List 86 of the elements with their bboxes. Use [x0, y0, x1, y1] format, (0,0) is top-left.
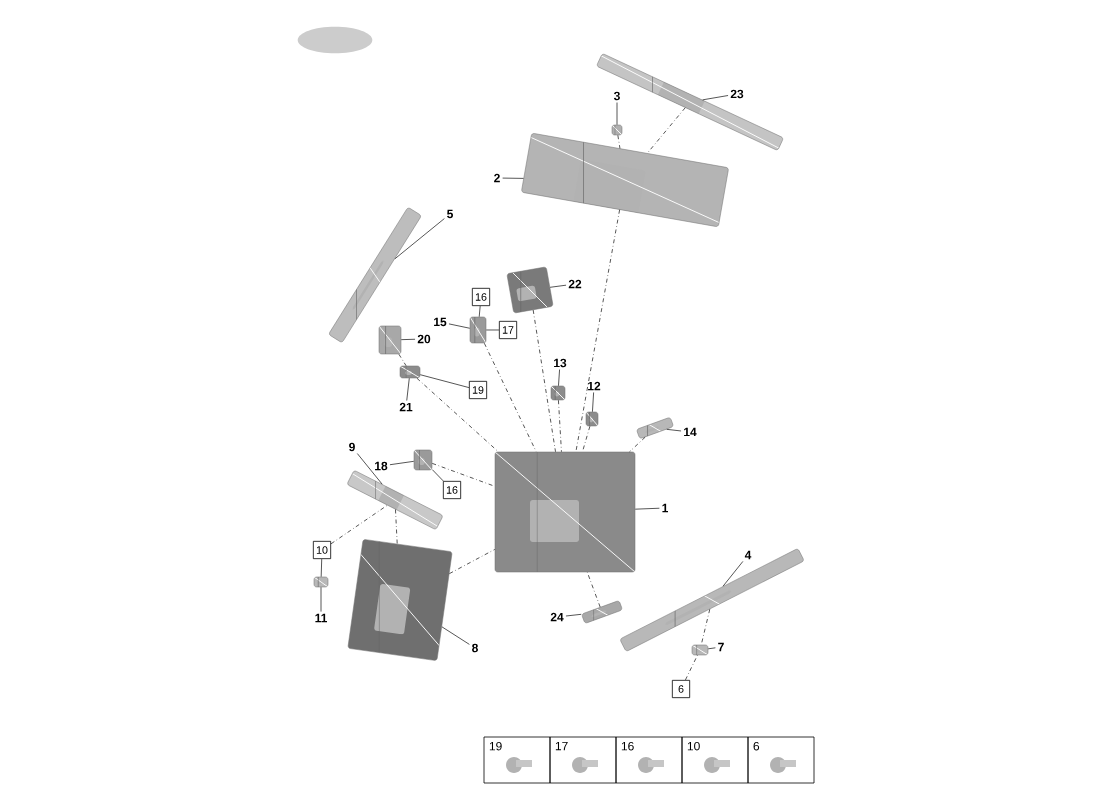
- callout-number: 9: [349, 442, 355, 452]
- part-drawing: [413, 449, 433, 471]
- assembly-line: [582, 425, 591, 453]
- leader-line: [592, 392, 594, 413]
- leader-line: [485, 329, 500, 331]
- assembly-line: [431, 463, 496, 487]
- table-cell: 19: [483, 736, 551, 784]
- part-drawing: [636, 417, 674, 439]
- leader-line: [441, 626, 470, 645]
- part-drawing: [597, 54, 783, 150]
- leader-line: [702, 95, 729, 101]
- table-cell: 17: [549, 736, 617, 784]
- part-drawing: [347, 539, 453, 661]
- callout-number: 20: [417, 334, 431, 344]
- callout-number: 24: [550, 612, 564, 622]
- callout-number: 23: [730, 89, 744, 99]
- assembly-line: [685, 654, 698, 681]
- leader-line: [565, 613, 582, 617]
- part-drawing: [494, 451, 636, 573]
- callout-number: 11: [315, 613, 327, 623]
- leader-line: [431, 469, 444, 482]
- leader-line: [419, 374, 470, 388]
- table-cell: 16: [615, 736, 683, 784]
- callout-number: 1: [662, 503, 668, 513]
- reference-box: 17: [498, 320, 518, 340]
- assembly-line: [629, 436, 646, 453]
- callout-number: 21: [399, 402, 413, 412]
- part-drawing: [521, 133, 729, 227]
- part-drawing: [620, 549, 804, 651]
- assembly-line: [330, 505, 388, 545]
- reference-box: 6: [671, 679, 691, 699]
- part-drawing: [347, 470, 443, 530]
- table-cell: 6: [747, 736, 815, 784]
- leader-line: [634, 507, 660, 510]
- leader-line: [549, 284, 567, 288]
- leader-line: [400, 338, 416, 340]
- callout-number: 13: [554, 358, 567, 368]
- table-cell: 10: [681, 736, 749, 784]
- assembly-line: [449, 549, 496, 574]
- leader-line: [448, 323, 471, 329]
- part-drawing: [691, 644, 709, 656]
- assembly-line: [575, 209, 620, 453]
- part-drawing: [611, 124, 623, 136]
- callout-number: 22: [568, 279, 582, 289]
- leader-line: [356, 453, 383, 485]
- leader-line: [666, 429, 682, 432]
- assembly-line: [484, 342, 537, 453]
- callout-number: 7: [718, 642, 724, 652]
- assembly-line: [586, 571, 601, 608]
- callout-number: 14: [684, 427, 697, 437]
- leader-line: [478, 305, 481, 318]
- callout-number: 18: [375, 461, 388, 471]
- leader-line: [558, 369, 560, 387]
- part-drawing: [550, 385, 566, 401]
- callout-number: 4: [744, 550, 752, 560]
- reference-box: 16: [471, 287, 491, 307]
- leader-line: [707, 647, 716, 650]
- reference-box: 10: [312, 540, 332, 560]
- leader-line: [389, 461, 415, 466]
- leader-line: [320, 558, 323, 578]
- part-drawing: [582, 600, 623, 624]
- callout-number: 2: [494, 173, 500, 183]
- reference-box: 16: [442, 480, 462, 500]
- assembly-line: [395, 509, 398, 545]
- part-drawing: [507, 267, 553, 313]
- assembly-line: [416, 377, 499, 453]
- part-drawing: [313, 576, 329, 588]
- part-drawing: [399, 365, 421, 379]
- leader-line: [616, 102, 618, 126]
- reference-box: 19: [468, 380, 488, 400]
- assembly-line: [617, 134, 621, 149]
- leader-line: [722, 561, 744, 587]
- leader-line: [320, 586, 322, 612]
- callout-number: 15: [434, 317, 447, 327]
- part-drawing: [469, 316, 487, 344]
- callout-number: 3: [613, 91, 620, 101]
- assembly-line: [532, 309, 556, 453]
- callout-number: 5: [447, 209, 453, 219]
- part-drawing: [585, 411, 599, 427]
- leader-line: [502, 177, 524, 179]
- leader-line: [406, 377, 410, 401]
- assembly-line: [700, 608, 711, 646]
- part-drawing: [378, 325, 402, 355]
- leader-line: [394, 218, 445, 260]
- callout-number: 12: [588, 381, 601, 391]
- callout-number: 8: [472, 643, 478, 653]
